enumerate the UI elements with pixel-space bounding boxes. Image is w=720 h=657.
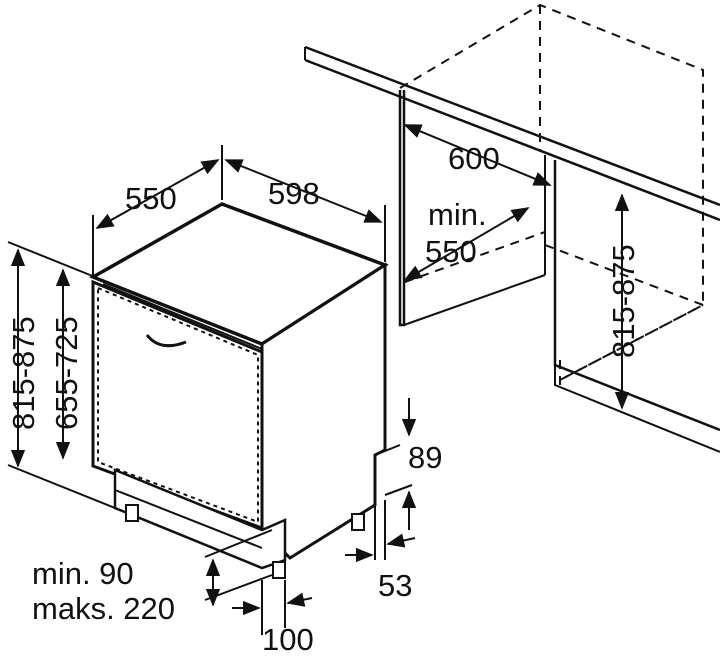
niche-depth-dim-line — [403, 207, 530, 281]
left-cabinet-base — [403, 274, 546, 326]
door-handle — [145, 334, 187, 348]
setback-arrow-right — [386, 533, 416, 548]
door-top-panel — [102, 283, 263, 350]
depth-dim-line — [95, 159, 220, 229]
width-dim-line — [224, 159, 383, 223]
right-cabinet-floor — [554, 365, 720, 453]
door-dashed-outline — [97, 286, 259, 524]
label-total-height: 815-875 — [6, 316, 41, 430]
label-width: 598 — [268, 176, 320, 211]
dishwasher-door — [91, 279, 264, 531]
label-niche-depth-value: 550 — [425, 234, 477, 269]
label-plinth-setback: 53 — [378, 568, 412, 603]
foot-back-right — [351, 513, 365, 531]
label-foot-max: maks. 220 — [32, 591, 175, 626]
label-plinth-height: 89 — [408, 440, 442, 475]
label-niche-height: 815-875 — [606, 244, 641, 358]
countertop-top-edge — [304, 45, 720, 207]
left-cabinet-panel — [398, 90, 406, 327]
foot-front-right — [272, 561, 286, 579]
label-niche-depth-min: min. — [428, 197, 487, 232]
dimension-labels: 550 598 600 min. 550 815-875 815-875 655… — [6, 141, 641, 657]
label-niche-width: 600 — [448, 141, 500, 176]
label-body-height: 655-725 — [49, 316, 84, 430]
foot-front-left — [125, 504, 139, 522]
label-foot-min: min. 90 — [32, 556, 134, 591]
dishwasher-unit — [88, 202, 389, 579]
countertop-bottom-edge — [304, 58, 720, 222]
niche-width-dim-line — [403, 124, 552, 186]
label-foot-offset: 100 — [262, 622, 314, 657]
plinth-inner — [114, 489, 263, 549]
dimension-lines — [7, 124, 630, 635]
foot-offset-arrow-right — [286, 592, 313, 607]
label-depth: 550 — [125, 181, 177, 216]
